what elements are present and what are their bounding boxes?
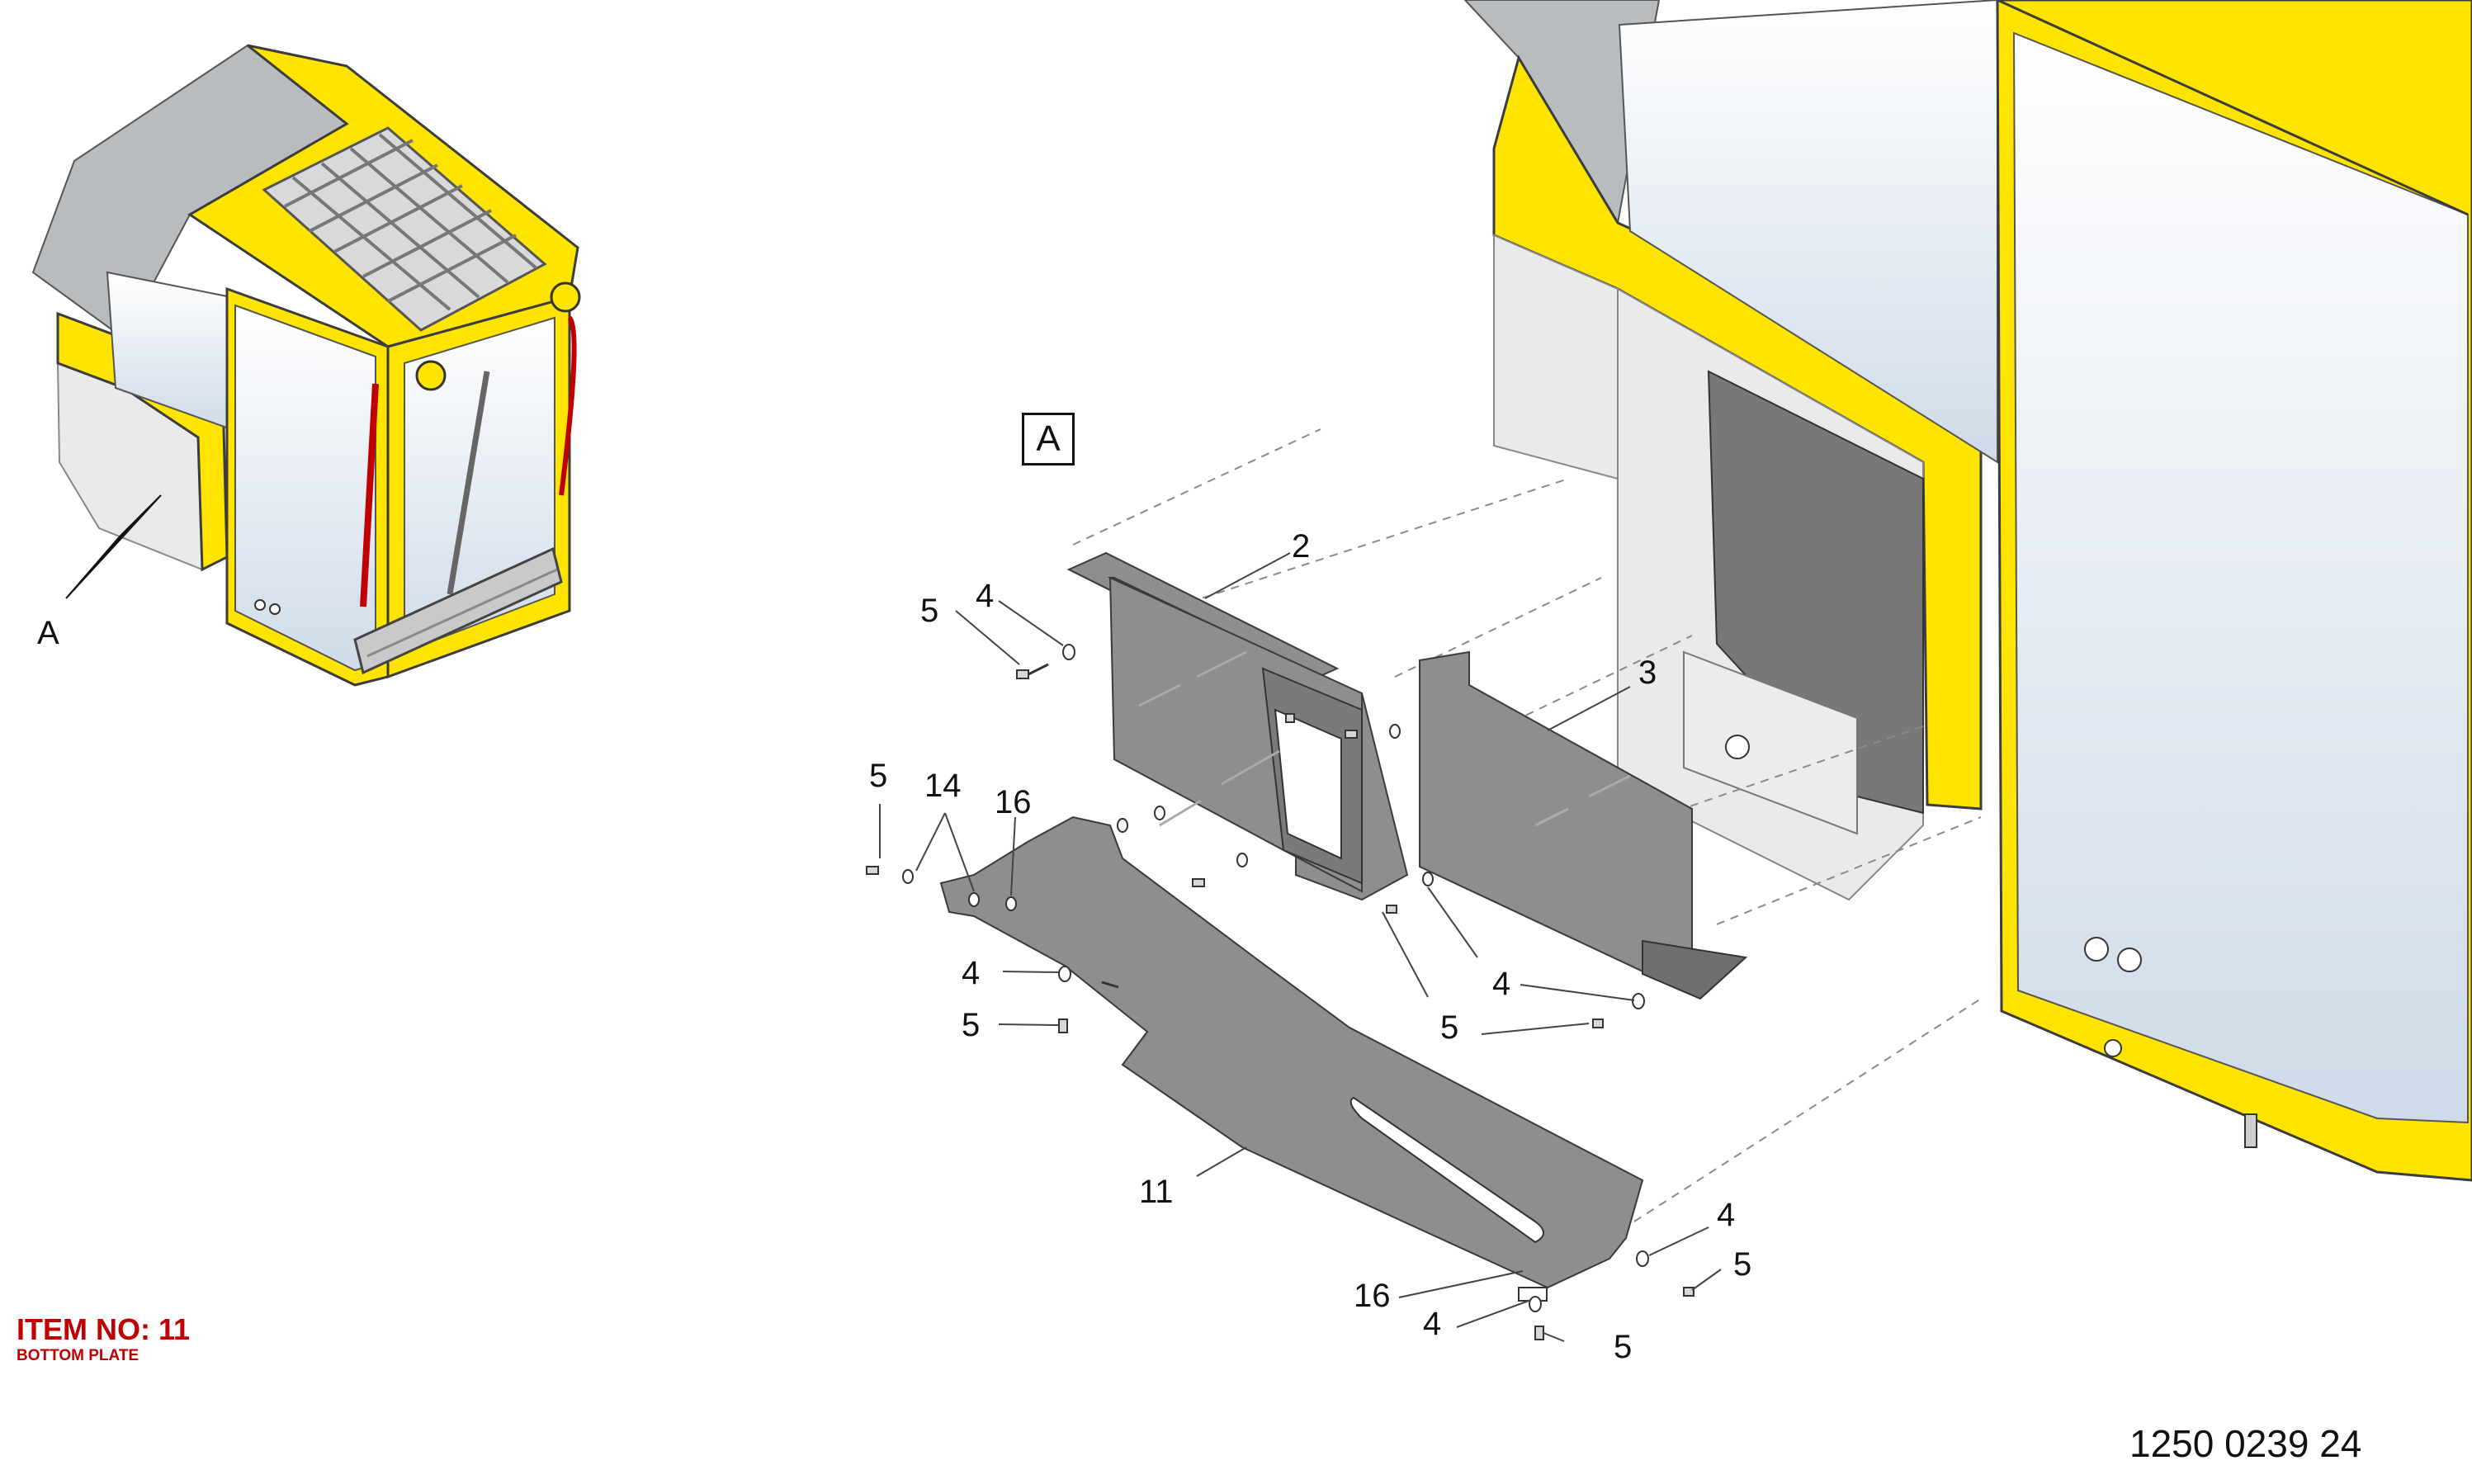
callout-5-right: 5 [1733,1246,1751,1283]
washer-icon [1062,644,1075,660]
cab-overview-illustration [31,44,581,687]
callout-3: 3 [1638,655,1657,691]
item-description: BOTTOM PLATE [17,1347,139,1364]
item-number-title: ITEM NO: 11 [17,1312,191,1346]
callout-5-bottom: 5 [1614,1329,1632,1365]
callout-4-bottom: 4 [1423,1306,1441,1342]
part-3-plate [1419,650,1748,1000]
callout-5-left: 5 [962,1007,980,1043]
roof-grille [262,126,547,332]
view-pointer-label: A [37,615,59,651]
leader-lines [879,552,1722,1342]
callout-4-right: 4 [1717,1197,1735,1233]
callout-4-left: 4 [962,955,980,991]
callout-5-top: 5 [920,593,938,629]
callout-16-top: 16 [995,784,1032,820]
callout-2: 2 [1292,528,1310,565]
callout-5-middle: 5 [1440,1009,1458,1046]
callout-11: 11 [1139,1174,1174,1210]
detail-view-label: A [1022,413,1075,466]
drawing-number: 1250 0239 24 [2129,1422,2362,1465]
bolt-icon [1016,663,1049,679]
callout-4-middle: 4 [1492,966,1510,1002]
cab-body-section [1463,0,2472,1182]
callout-14: 14 [924,768,962,804]
callout-5-farleft: 5 [869,758,887,794]
callout-16-bottom: 16 [1354,1278,1391,1314]
callout-4-top: 4 [976,578,994,614]
view-pointer-arrow [65,494,162,599]
fasteners [866,644,1694,1340]
part-2-bracket [1066,551,1409,901]
